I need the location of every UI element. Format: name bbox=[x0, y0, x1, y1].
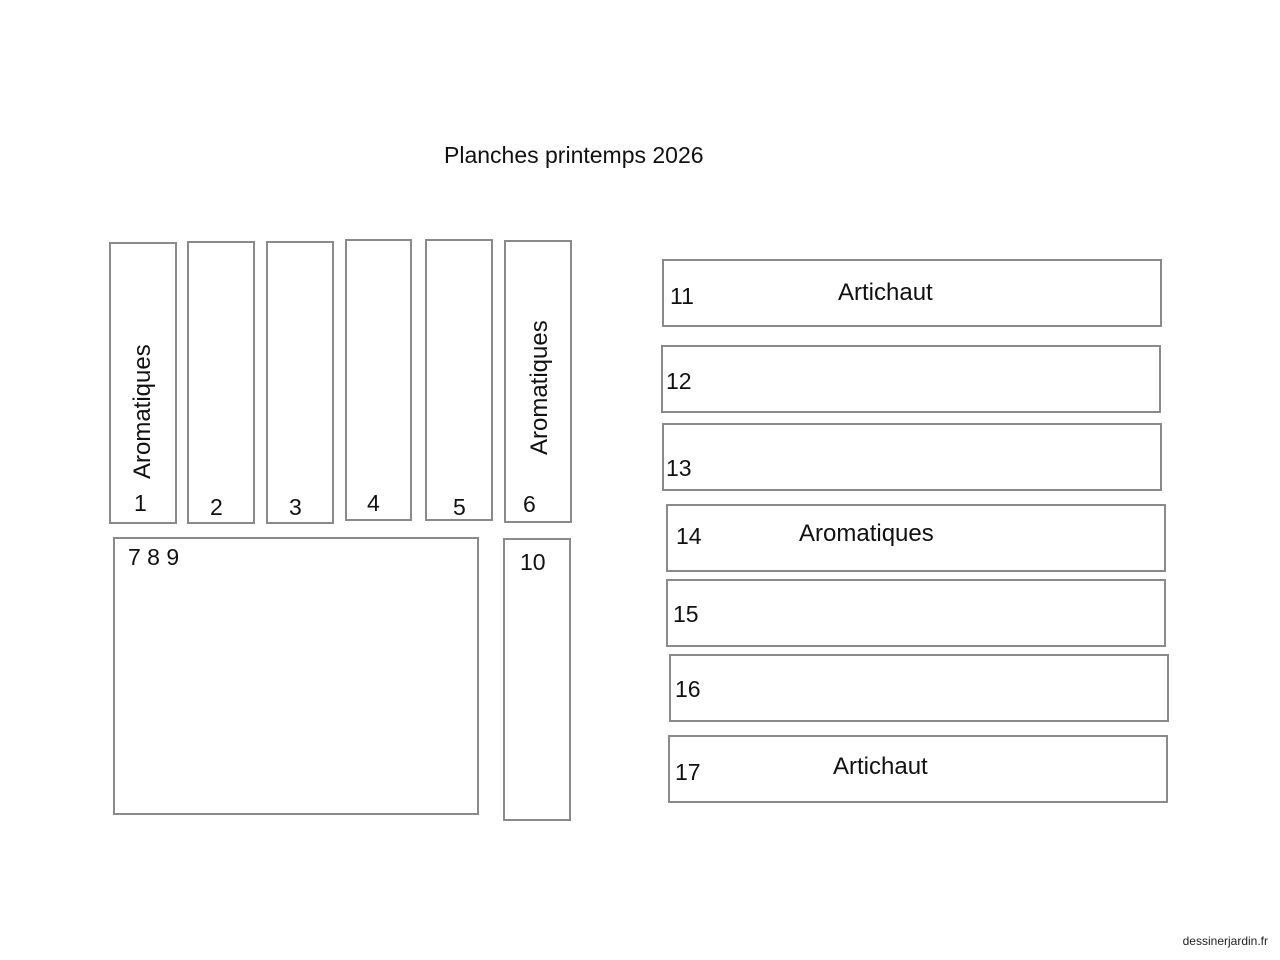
bed-13: 13 bbox=[662, 423, 1162, 491]
bed-4-number: 4 bbox=[367, 490, 380, 516]
bed-1-crop: Aromatiques bbox=[129, 344, 156, 479]
bed-3-number: 3 bbox=[289, 494, 302, 520]
bed-17-number: 17 bbox=[675, 759, 701, 785]
bed-12-number: 12 bbox=[666, 368, 692, 394]
bed-17-crop: Artichaut bbox=[833, 753, 928, 780]
plan-title: Planches printemps 2026 bbox=[444, 142, 704, 168]
bed-5-number: 5 bbox=[453, 494, 466, 520]
bed-5: 5 bbox=[425, 239, 493, 521]
credit-text: dessinerjardin.fr bbox=[1182, 934, 1268, 948]
bed-12: 12 bbox=[661, 345, 1161, 413]
bed-15: 15 bbox=[666, 579, 1166, 647]
bed-6-number: 6 bbox=[523, 491, 536, 517]
bed-10: 10 bbox=[503, 538, 571, 821]
bed-13-number: 13 bbox=[666, 455, 692, 481]
bed-1-number: 1 bbox=[134, 490, 147, 516]
bed-14-number: 14 bbox=[676, 523, 702, 549]
bed-3: 3 bbox=[266, 241, 334, 524]
bed-6: Aromatiques 6 bbox=[504, 240, 572, 523]
bed-1: Aromatiques 1 bbox=[109, 242, 177, 524]
bed-11-number: 11 bbox=[670, 283, 694, 309]
bed-6-crop: Aromatiques bbox=[526, 320, 553, 455]
bed-14-crop: Aromatiques bbox=[799, 520, 934, 547]
bed-4: 4 bbox=[345, 239, 412, 521]
bed-11: 11 Artichaut bbox=[662, 259, 1162, 327]
bed-2: 2 bbox=[187, 241, 255, 524]
bed-10-number: 10 bbox=[520, 549, 546, 575]
bed-11-crop: Artichaut bbox=[838, 279, 933, 306]
bed-14: 14 Aromatiques bbox=[666, 504, 1166, 572]
bed-17: 17 Artichaut bbox=[668, 735, 1168, 803]
bed-7-8-9-number: 7 8 9 bbox=[128, 544, 180, 570]
bed-15-number: 15 bbox=[673, 601, 699, 627]
bed-16: 16 bbox=[669, 654, 1169, 722]
bed-7-8-9: 7 8 9 bbox=[113, 537, 479, 815]
bed-16-number: 16 bbox=[675, 676, 701, 702]
bed-2-number: 2 bbox=[210, 494, 223, 520]
